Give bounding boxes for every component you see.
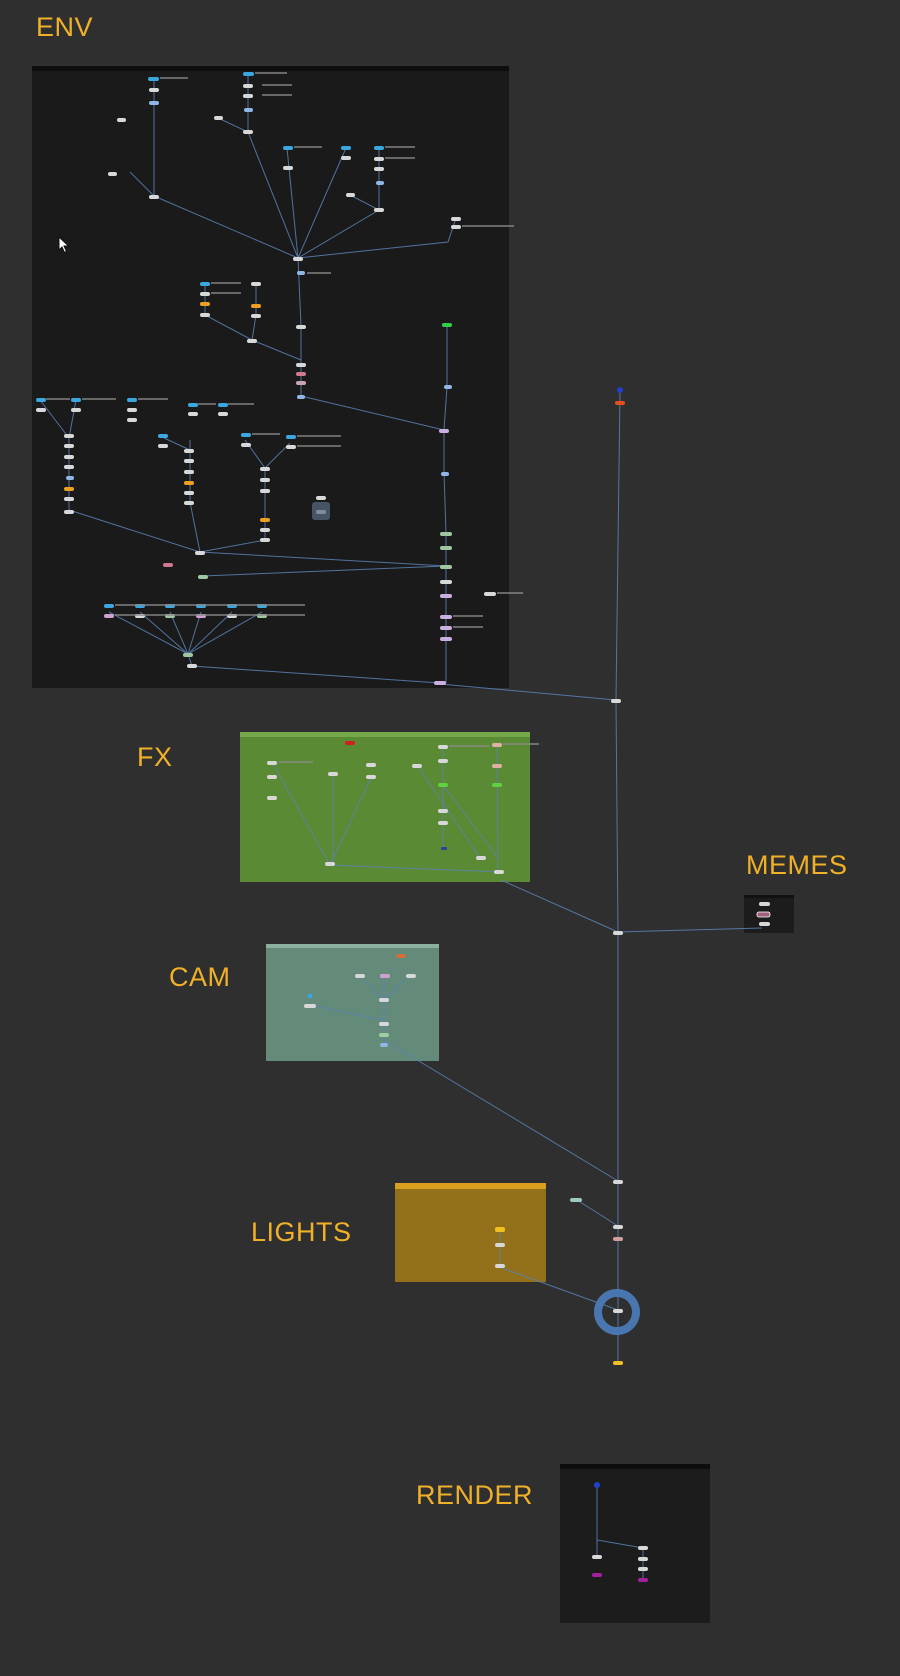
backdrop-env[interactable] — [32, 66, 509, 688]
mouse-cursor-icon — [58, 236, 70, 254]
viewer-ring-icon — [594, 1289, 640, 1335]
backdrop-lights[interactable] — [395, 1183, 546, 1282]
group-title-cam: CAM — [169, 962, 231, 992]
group-title-memes: MEMES — [746, 850, 848, 880]
backdrop-cam[interactable] — [266, 944, 439, 1061]
group-title-fx: FX — [137, 742, 173, 772]
backdrop-render[interactable] — [560, 1464, 710, 1623]
group-title-env: ENV — [36, 12, 94, 42]
group-title-lights: LIGHTS — [251, 1217, 352, 1247]
group-title-render: RENDER — [416, 1480, 534, 1510]
